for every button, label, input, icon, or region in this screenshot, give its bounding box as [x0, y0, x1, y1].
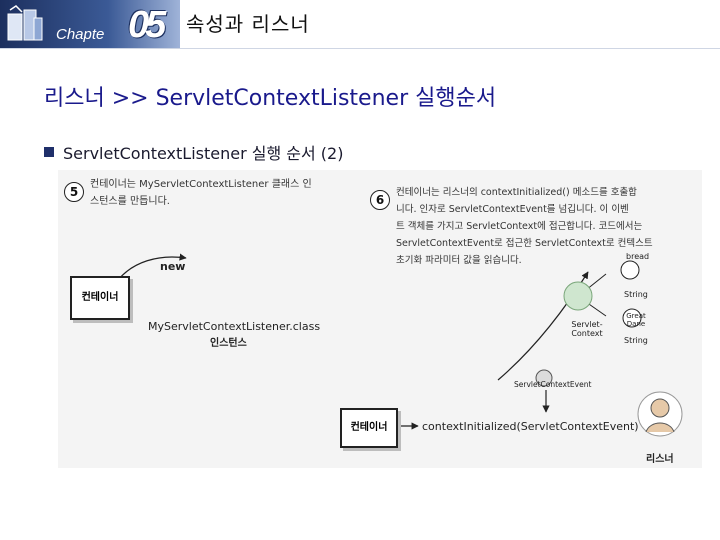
- servlet-context-label: Servlet- Context: [571, 320, 603, 338]
- step-5-note-line: 스턴스를 만듭니다.: [90, 196, 170, 207]
- call-label: contextInitialized(ServletContextEvent): [422, 420, 639, 433]
- container-box-bottom: 컨테이너: [340, 408, 398, 448]
- square-bullet-icon: [44, 147, 54, 157]
- string-bubble-1: [620, 260, 640, 280]
- diagram-arrows: [117, 253, 683, 437]
- event-bubble: [535, 369, 553, 387]
- listener-avatar-icon: [650, 398, 670, 418]
- chapter-header: Chapte 05 속성과 리스너: [0, 0, 720, 49]
- bread-bubble-label: bread: [626, 252, 650, 261]
- bullet-text: ServletContextListener 실행 순서 (2): [63, 144, 344, 163]
- step-6-note-line: ServletContextEvent로 접근한 ServletContext로…: [396, 238, 653, 249]
- step-6-marker: 6: [370, 190, 390, 210]
- step-5-marker: 5: [64, 182, 84, 202]
- chapter-title: 속성과 리스너: [186, 12, 310, 36]
- step-6-note-line: 트 객체를 가지고 ServletContext에 접근합니다. 코드에서는: [396, 221, 643, 232]
- diagram-panel: 5 컨테이너는 MyServletContextListener 클래스 인 스…: [58, 170, 702, 468]
- chapter-label: Chapte: [56, 26, 105, 43]
- step-6-note-line: 니다. 인자로 ServletContextEvent를 넘깁니다. 이 이벤: [396, 204, 629, 215]
- new-arrow: [117, 253, 187, 281]
- string-label-1: String: [624, 290, 648, 299]
- great-dane-bubble-label: Great Dane: [626, 312, 646, 328]
- slide-title: 리스너 >> ServletContextListener 실행순서: [44, 86, 497, 111]
- string-label-2: String: [624, 336, 648, 345]
- string-bubble-2: [622, 308, 642, 328]
- listener-label: 리스너: [646, 454, 674, 465]
- container-box-top: 컨테이너: [70, 276, 130, 320]
- bullet-item: ServletContextListener 실행 순서 (2): [44, 140, 343, 164]
- book-stack-icon: [7, 5, 43, 41]
- step-6-note: 컨테이너는 리스너의 contextInitialized() 메소드를 호출합…: [396, 184, 696, 269]
- event-label: ServletContextEvent: [514, 380, 592, 389]
- step-6-note-line: 컨테이너는 리스너의 contextInitialized() 메소드를 호출합: [396, 187, 637, 198]
- step-5-note-line: 컨테이너는 MyServletContextListener 클래스 인: [90, 179, 312, 190]
- new-label: new: [160, 260, 186, 273]
- step-6-note-line: 초기화 파라미터 값을 읽습니다.: [396, 255, 522, 266]
- chapter-number: 05: [128, 4, 166, 46]
- chapter-banner: Chapte 05: [0, 0, 180, 48]
- class-label: MyServletContextListener.class: [148, 320, 321, 333]
- header-divider: [0, 48, 720, 49]
- step-5-note: 컨테이너는 MyServletContextListener 클래스 인 스턴스…: [90, 176, 350, 210]
- servlet-context-bubble: [563, 281, 593, 311]
- instance-label: 인스턴스: [210, 338, 247, 349]
